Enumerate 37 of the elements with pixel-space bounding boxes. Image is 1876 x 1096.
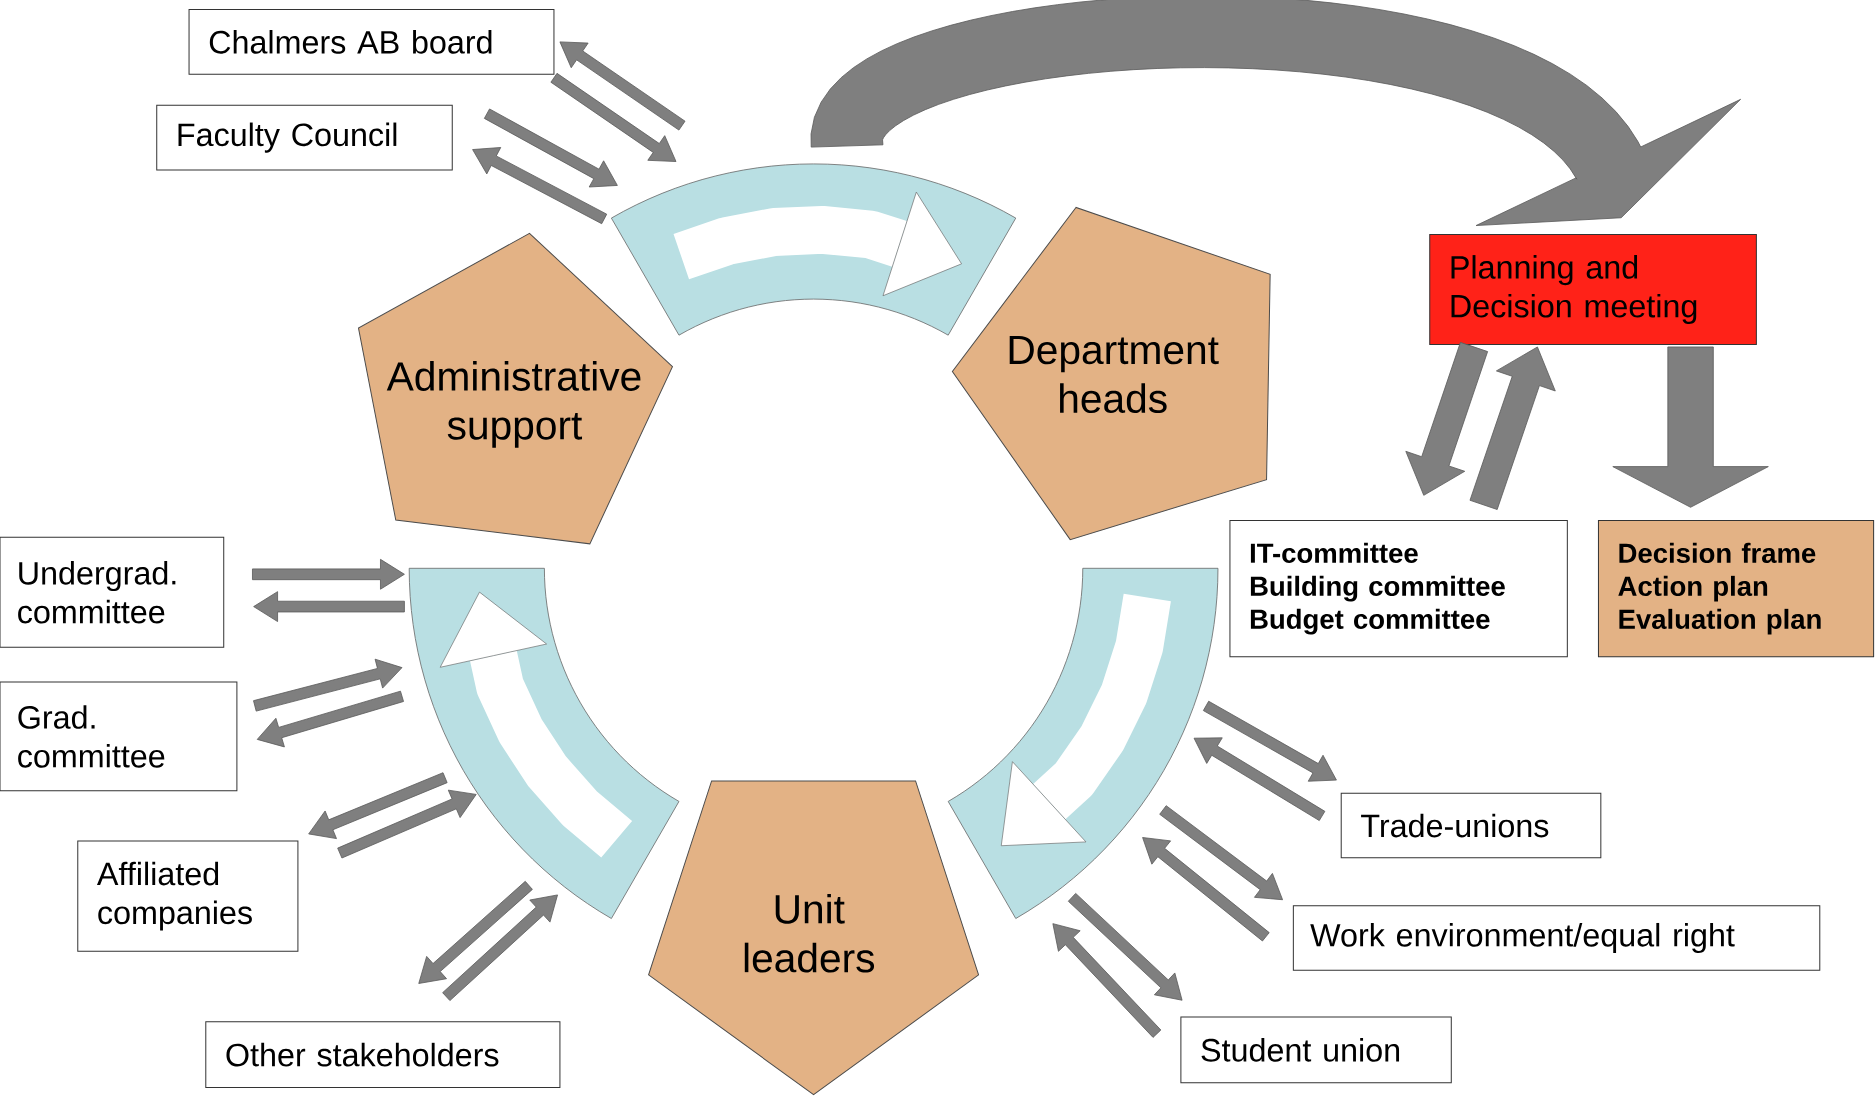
text-box: Faculty Council [156, 104, 453, 171]
text-box: Grad. committee [0, 681, 238, 792]
text-box: Trade-unions [1340, 792, 1602, 859]
block-arrow [1469, 346, 1556, 510]
text-box: Planning and Decision meeting [1429, 234, 1757, 346]
arrow [252, 558, 405, 590]
text-box: Work environment/equal right [1292, 905, 1821, 971]
curved-arrow [611, 163, 1017, 336]
arrow [1202, 700, 1337, 782]
arrow [308, 772, 448, 840]
arrow [442, 894, 558, 1002]
text-box: Other stakeholders [205, 1021, 561, 1089]
arrow [337, 789, 477, 859]
block-arrow [810, 0, 1741, 226]
arrow [472, 147, 608, 225]
arrow [559, 41, 686, 131]
text-box: IT-committee Building committee Budget committee [1229, 520, 1568, 658]
text-box: Affiliated companies [77, 840, 299, 952]
arrow [256, 690, 404, 748]
arrow [1193, 737, 1326, 821]
arrow [1142, 837, 1270, 942]
arrow [253, 591, 405, 622]
text-box: Chalmers AB board [188, 9, 555, 75]
block-arrow [1612, 346, 1769, 508]
text-box: Student union [1180, 1016, 1452, 1084]
text-box: Undergrad. committee [0, 536, 225, 648]
curved-arrow [408, 567, 680, 919]
arrow [1159, 805, 1283, 901]
arrow [1067, 893, 1183, 1001]
arrow [550, 72, 677, 162]
arrow [1052, 923, 1162, 1038]
arrow [418, 880, 533, 984]
curved-arrow [947, 567, 1219, 919]
arrow [483, 108, 618, 188]
text-box: Decision frame Action plan Evaluation plan [1597, 520, 1875, 658]
arrow [253, 658, 403, 712]
block-arrow [1405, 342, 1488, 496]
